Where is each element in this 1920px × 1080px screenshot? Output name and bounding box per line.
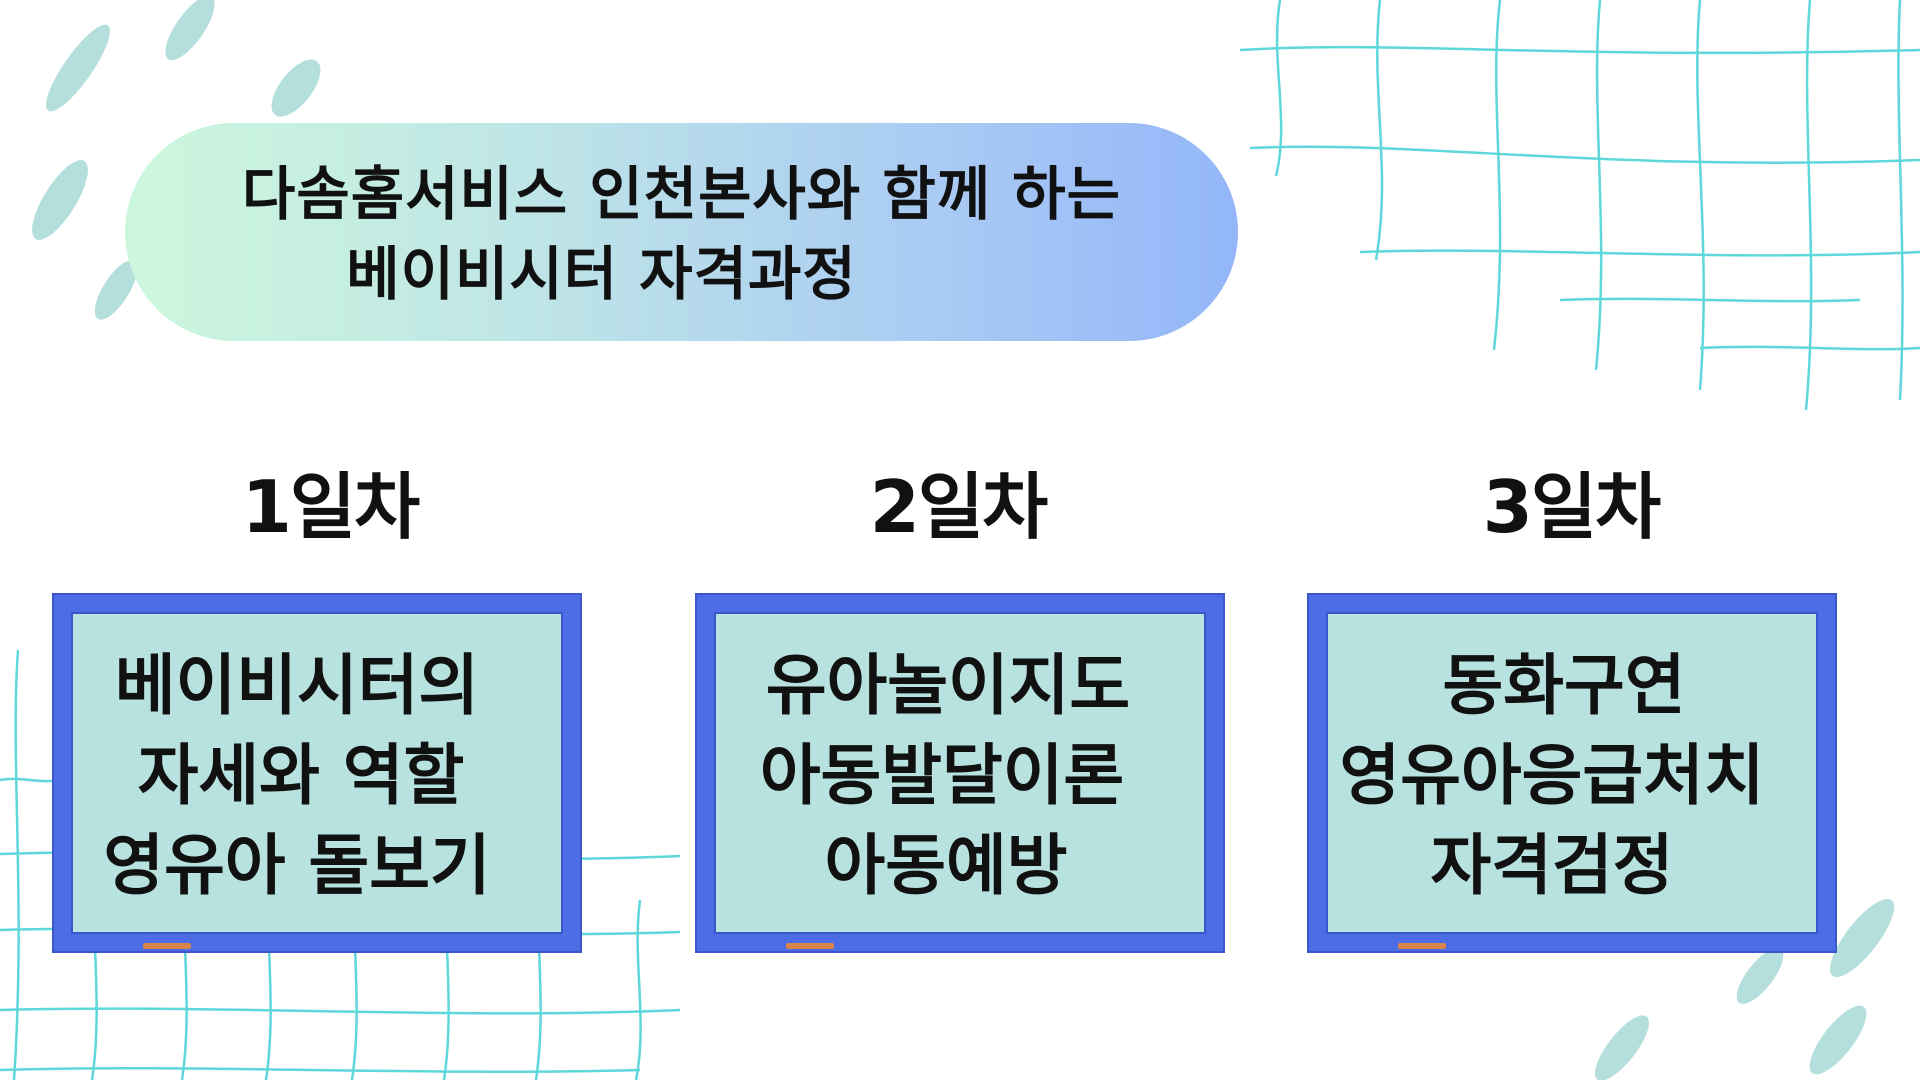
day-3-label: 3일차: [1482, 465, 1662, 549]
drop-shape: [165, 0, 215, 61]
day-2-label: 2일차: [869, 465, 1049, 549]
chalkboard-day-1: 베이비시터의 자세와 역할 영유아 돌보기: [54, 595, 580, 951]
drop-shape: [46, 24, 110, 112]
title-line-1: 다솜홈서비스 인천본사와 함께 하는: [242, 160, 1121, 228]
title-line-2: 베이비시터 자격과정: [346, 240, 857, 308]
chalk-tray: [714, 934, 1206, 951]
board-text-line: 아동발달이론: [759, 737, 1125, 814]
board-text-line: 아동예방: [824, 827, 1068, 904]
chalk-piece: [1398, 943, 1446, 949]
chalkboard-day-2: 유아놀이지도 아동발달이론 아동예방: [697, 595, 1223, 951]
grid-pattern-top-right: [1239, 0, 1920, 411]
board-text-line: 자세와 역할: [137, 737, 465, 814]
board-text-line: 동화구연: [1442, 647, 1686, 724]
board-text-line: 자격검정: [1430, 827, 1674, 904]
drop-shape: [1595, 1015, 1649, 1080]
chalk-tray: [1326, 934, 1818, 951]
chalkboard-day-3: 동화구연 영유아응급처치 자격검정: [1309, 595, 1835, 951]
chalk-piece: [786, 943, 834, 949]
board-text-line: 영유아응급처치: [1339, 737, 1765, 814]
board-text-line: 영유아 돌보기: [103, 827, 491, 904]
drop-shape: [1809, 1005, 1867, 1075]
board-text-line: 유아놀이지도: [765, 647, 1131, 724]
drop-shape: [1736, 948, 1784, 1004]
day-1-label: 1일차: [241, 465, 421, 549]
chalk-piece: [143, 943, 191, 949]
drop-shape: [271, 59, 321, 117]
board-text-line: 베이비시터의: [114, 647, 480, 724]
title-banner: 다솜홈서비스 인천본사와 함께 하는 베이비시터 자격과정: [125, 123, 1238, 341]
chalk-tray: [71, 934, 563, 951]
